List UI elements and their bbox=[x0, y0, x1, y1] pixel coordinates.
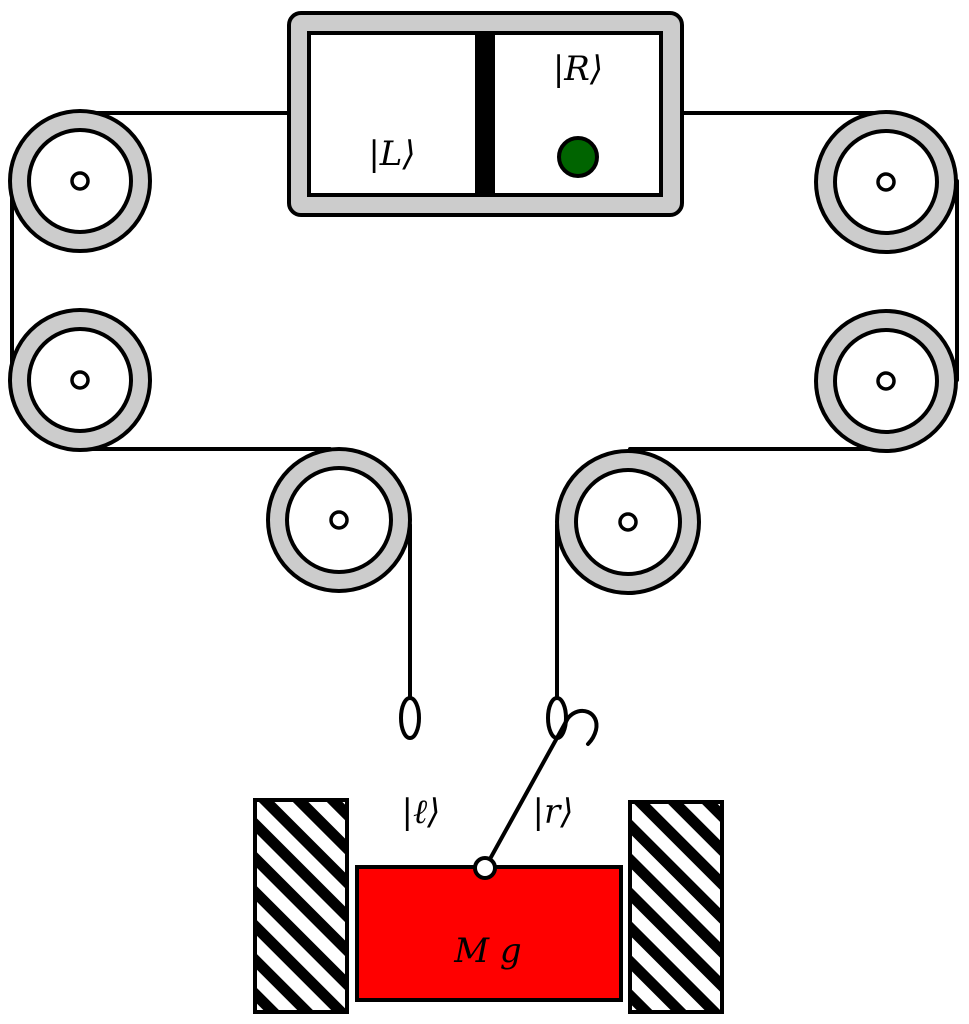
pulley-bottom-right bbox=[555, 449, 701, 595]
pulley-middle-right bbox=[814, 309, 958, 453]
two-compartment-box bbox=[287, 11, 684, 217]
pulley-bottom-left bbox=[266, 447, 412, 593]
mass-block bbox=[355, 865, 623, 1002]
hook-icon bbox=[566, 708, 599, 746]
left-loop bbox=[399, 696, 421, 740]
right-loop bbox=[546, 696, 568, 740]
pulley-middle-left bbox=[8, 308, 152, 452]
walls bbox=[253, 798, 724, 1014]
box-divider bbox=[475, 33, 495, 195]
pulley-top-right bbox=[814, 110, 958, 254]
label-state-r: |r⟩ bbox=[533, 792, 574, 832]
hook-assembly bbox=[483, 708, 599, 870]
hatched-wall-right bbox=[628, 800, 724, 1014]
rope-loops bbox=[399, 696, 568, 740]
pulley-top-left bbox=[8, 109, 152, 253]
hinge-joint bbox=[473, 856, 497, 880]
particle-green-dot bbox=[557, 136, 599, 178]
label-state-R: |R⟩ bbox=[553, 49, 603, 89]
hatched-wall-left bbox=[253, 798, 349, 1014]
label-mass: M g bbox=[453, 931, 521, 971]
label-state-l: |ℓ⟩ bbox=[402, 792, 441, 832]
pulleys bbox=[8, 109, 958, 595]
label-state-L: |L⟩ bbox=[368, 134, 415, 174]
hook-rod bbox=[483, 716, 570, 870]
